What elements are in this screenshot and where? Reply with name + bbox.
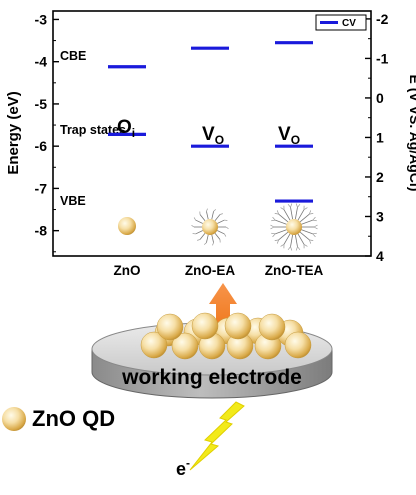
category-label-zno-ea: ZnO-EA [185, 263, 235, 278]
right-tick-label: 0 [376, 90, 384, 106]
qd-particle [140, 331, 168, 359]
svg-text:VO: VO [202, 124, 224, 147]
svg-text:VO: VO [278, 124, 300, 147]
qd-legend: ZnO QD [2, 406, 115, 431]
energy-levels [108, 41, 313, 203]
qd-cluster [140, 312, 312, 360]
plot-frame [52, 10, 372, 257]
electrode-label: working electrode [121, 366, 302, 389]
right-axis-ticks: -2 -1 0 1 2 3 4 [365, 11, 389, 264]
svg-text:Oi: Oi [117, 117, 135, 140]
left-axis-ticks: -3 -4 -5 -6 -7 -8 [35, 11, 59, 253]
left-tick-label: -4 [35, 54, 48, 70]
right-tick-label: 3 [376, 208, 384, 224]
legend: CV [315, 14, 367, 31]
category-label-zno: ZnO [114, 263, 141, 278]
qd-particle [156, 313, 184, 341]
row-label-cbe: CBE [60, 49, 86, 63]
left-tick-label: -8 [35, 223, 48, 239]
left-tick-label: -5 [35, 96, 48, 112]
qd-icon-zno-ea [191, 208, 229, 246]
orange-up-arrow-icon [209, 283, 237, 326]
category-label-zno-tea: ZnO-TEA [265, 263, 324, 278]
trap-label-sub: i [132, 126, 135, 140]
trap-label-main: V [278, 124, 291, 145]
right-tick-label: -1 [376, 50, 389, 66]
qd-legend-icon [2, 407, 26, 431]
right-axis-label: E (V VS. Ag/AgCl) [407, 75, 416, 192]
qd-particle [284, 331, 312, 359]
trap-label-sub: O [291, 133, 300, 147]
right-tick-label: -2 [376, 11, 389, 27]
left-tick-label: -7 [35, 180, 48, 196]
trap-label-main: V [202, 124, 215, 145]
qd-icon-zno [118, 217, 136, 235]
row-label-vbe: VBE [60, 194, 86, 208]
right-tick-label: 1 [376, 129, 384, 145]
qd-particle [171, 332, 199, 360]
qd-particle [258, 313, 286, 341]
trap-label-sub: O [215, 133, 224, 147]
right-tick-label: 2 [376, 169, 384, 185]
electron-label: e- [176, 456, 190, 479]
qd-particle [224, 312, 252, 340]
legend-box [315, 14, 367, 31]
trap-label-main: O [117, 117, 132, 138]
trap-label-zno-tea: VO [278, 124, 300, 147]
qd-particle [191, 312, 219, 340]
left-tick-label: -3 [35, 11, 48, 27]
left-tick-label: -6 [35, 138, 48, 154]
left-axis-label: Energy (eV) [5, 91, 22, 174]
legend-entry-cv: CV [342, 18, 356, 29]
trap-label-zno-ea: VO [202, 124, 224, 147]
right-tick-label: 4 [376, 248, 384, 264]
qd-legend-label: ZnO QD [32, 406, 115, 431]
trap-label-zno: Oi [117, 117, 135, 140]
lightning-bolt-icon [189, 401, 245, 471]
qd-icon-zno-tea [270, 203, 318, 251]
